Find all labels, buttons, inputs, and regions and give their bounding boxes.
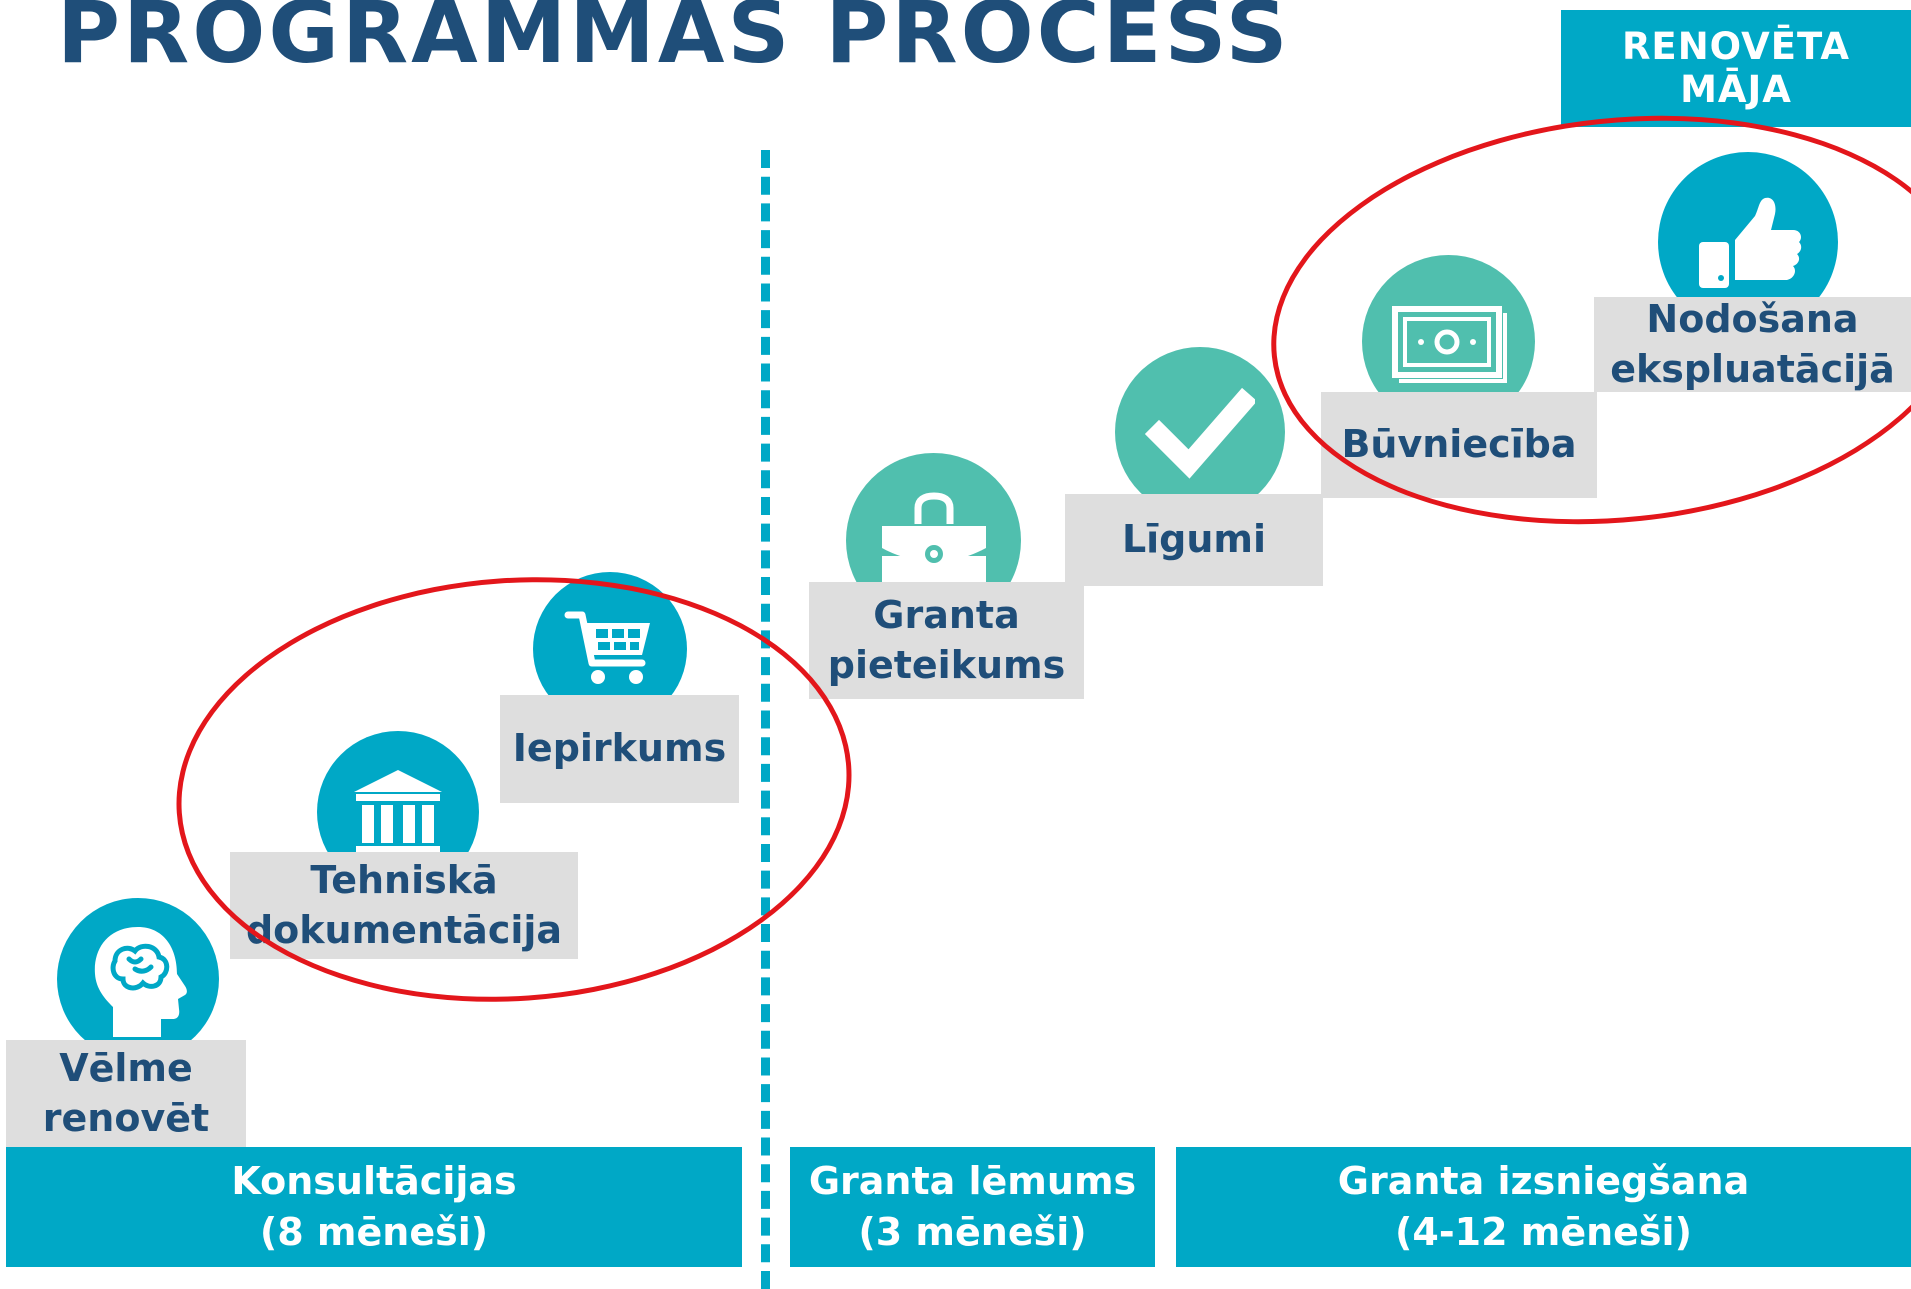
phase-bar-konsultacijas: Konsultācijas (8 mēneši) bbox=[6, 1147, 742, 1267]
step-label-line: pieteikums bbox=[827, 642, 1066, 687]
page-title: PROGRAMMAS PROCESS bbox=[57, 0, 1291, 83]
head-brain-icon bbox=[94, 927, 187, 1037]
step-label-buvnieciba: Būvniecība bbox=[1321, 392, 1597, 498]
phase-name: Granta izsniegšana bbox=[1337, 1158, 1750, 1203]
phase-duration: (3 mēneši) bbox=[858, 1210, 1087, 1254]
step-circle-velme-renovet bbox=[57, 898, 219, 1060]
bank-building-icon bbox=[354, 770, 442, 854]
step-label-line: Tehniskā bbox=[310, 858, 498, 903]
step-label-velme-renovet: Vēlme renovēt bbox=[6, 1040, 246, 1147]
phase-duration: (8 mēneši) bbox=[259, 1210, 489, 1254]
step-label-granta-pieteikums: Granta pieteikums bbox=[809, 582, 1084, 699]
step-label-iepirkums: Iepirkums bbox=[500, 695, 739, 803]
step-label-line: Līgumi bbox=[1121, 517, 1267, 562]
banknote-icon bbox=[1391, 305, 1507, 383]
step-circle-ligumi bbox=[1115, 347, 1285, 517]
shopping-cart-icon bbox=[564, 611, 650, 684]
phase-name: Konsultācijas bbox=[231, 1158, 517, 1203]
thumbs-up-icon bbox=[1699, 197, 1802, 288]
phase-name: Granta lēmums bbox=[808, 1158, 1137, 1203]
result-badge: RENOVĒTA MĀJA bbox=[1561, 10, 1911, 127]
step-label-line: renovēt bbox=[42, 1095, 210, 1140]
step-label-line: Iepirkums bbox=[512, 726, 727, 771]
step-label-line: Būvniecība bbox=[1341, 422, 1577, 467]
step-label-tehniska-dokumentacija: Tehniskā dokumentācija bbox=[230, 852, 578, 959]
phase-bar-granta-lemums: Granta lēmums (3 mēneši) bbox=[790, 1147, 1155, 1267]
checkmark-icon bbox=[1145, 387, 1255, 479]
phase-duration: (4-12 mēneši) bbox=[1395, 1210, 1692, 1254]
result-badge-line-1: RENOVĒTA bbox=[1621, 24, 1851, 68]
step-label-line: dokumentācija bbox=[245, 907, 563, 952]
step-label-line: Nodošana bbox=[1646, 297, 1859, 342]
step-label-nodosana-ekspluatacija: Nodošana ekspluatācijā bbox=[1594, 297, 1911, 392]
result-badge-line-2: MĀJA bbox=[1680, 67, 1792, 111]
step-label-line: ekspluatācijā bbox=[1610, 346, 1895, 391]
phase-divider-line bbox=[761, 150, 770, 1289]
briefcase-icon bbox=[881, 491, 986, 592]
step-label-line: Granta bbox=[873, 593, 1020, 638]
phase-bar-granta-izsniegsana: Granta izsniegšana (4-12 mēneši) bbox=[1176, 1147, 1911, 1267]
step-label-line: Vēlme bbox=[59, 1046, 193, 1091]
step-label-ligumi: Līgumi bbox=[1065, 494, 1323, 586]
